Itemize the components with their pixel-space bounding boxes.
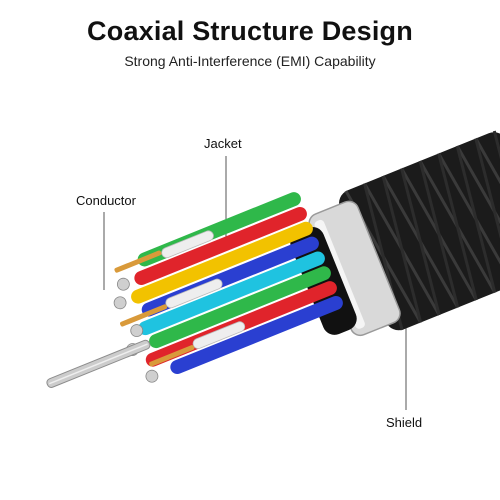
- diagram-subtitle: Strong Anti-Interference (EMI) Capabilit…: [124, 53, 376, 69]
- wire-bundle: [46, 192, 343, 388]
- conductor-label: Conductor: [76, 193, 136, 208]
- diagram-title: Coaxial Structure Design: [87, 16, 413, 46]
- shield-label: Shield: [386, 415, 423, 430]
- jacket-label: Jacket: [204, 136, 242, 151]
